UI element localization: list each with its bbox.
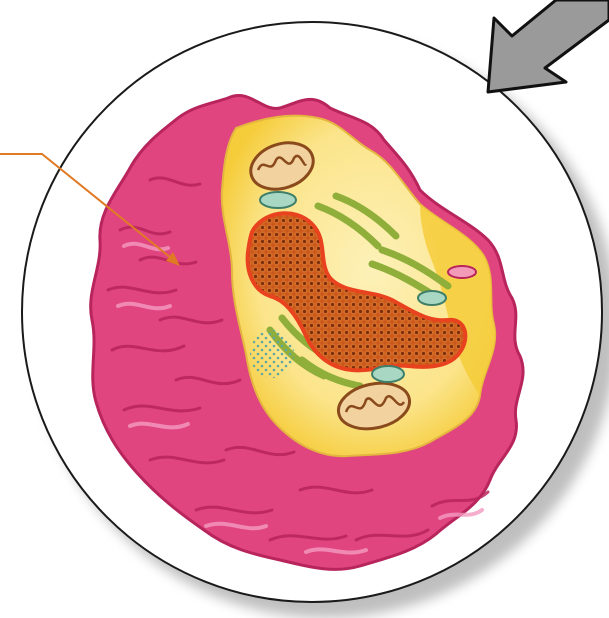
vesicle <box>418 291 446 305</box>
vesicle <box>448 266 476 278</box>
pointer-arrow-icon <box>488 0 609 92</box>
vesicle <box>260 192 296 208</box>
ribosome-cluster <box>250 330 294 378</box>
vesicle <box>372 366 404 382</box>
